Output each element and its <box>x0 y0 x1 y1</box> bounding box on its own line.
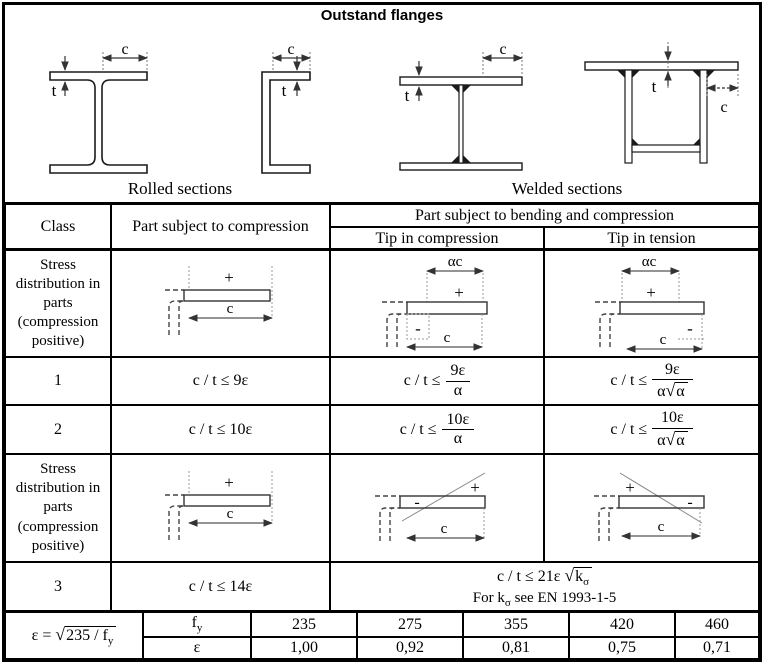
welded-i-section-figure: c t <box>399 41 523 171</box>
header-tip-tension: Tip in tension <box>544 227 759 250</box>
class3-number: 3 <box>5 562 111 612</box>
rolled-i-section-figure: c t <box>49 41 148 174</box>
header-tip-compression: Tip in compression <box>330 227 544 250</box>
minus-label: - <box>415 319 421 338</box>
welded-box-section-figure: t c <box>584 42 739 164</box>
epsilon-formula: ε = √235 / fy <box>5 612 143 659</box>
c-label: c <box>658 519 665 535</box>
plus-label: + <box>625 478 635 497</box>
plus-label: + <box>224 268 234 287</box>
minus-label: - <box>414 494 419 511</box>
tip-tension-stress-diagram: αc + - c <box>595 254 705 353</box>
c-label: c <box>660 332 667 348</box>
rolled-sections-caption: Rolled sections <box>127 179 233 198</box>
t-dim-label: t <box>405 86 410 105</box>
minus-label: - <box>687 319 693 338</box>
c-label: c <box>227 506 234 522</box>
header-bending-compression: Part subject to bending and compression <box>330 204 759 227</box>
tip-tension-bending-diagram: + - c <box>594 472 705 541</box>
plus-label: + <box>454 283 464 302</box>
c-dim-label: c <box>287 41 294 58</box>
figure-box-bottom-rule <box>5 202 759 204</box>
stress1-tip-compression-diagram: αc + - c <box>330 250 544 357</box>
c-dim-label: c <box>720 99 727 116</box>
header-bottom-rule <box>5 248 759 250</box>
t-dim-label: t <box>282 81 287 100</box>
tip-compression-bending-diagram: - + c <box>375 472 486 542</box>
fy-value: 275 <box>357 612 463 637</box>
c-dim-label: c <box>121 41 128 58</box>
epsilon-table-top-rule <box>5 610 759 612</box>
fy-value: 420 <box>569 612 675 637</box>
stress2-compression-diagram: + c <box>111 454 330 562</box>
eps-value: 0,75 <box>569 637 675 659</box>
uniform-compression-diagram: + c <box>165 471 273 540</box>
stress-row2-label: Stress distribution in parts (compressio… <box>5 454 111 562</box>
eps-value: 0,92 <box>357 637 463 659</box>
welded-sections-caption: Welded sections <box>511 179 623 198</box>
alpha-c-label: αc <box>642 254 657 270</box>
section-figures: c t c t c t <box>49 41 739 174</box>
rolled-channel-figure: c t <box>261 41 311 174</box>
minus-label: - <box>687 494 692 511</box>
c-label: c <box>444 330 451 346</box>
class3-compression-limit: c / t ≤ 14ε <box>111 562 330 612</box>
class2-number: 2 <box>5 405 111 454</box>
header-compression: Part subject to compression <box>111 204 330 250</box>
plus-label: + <box>470 478 480 497</box>
c-label: c <box>227 301 234 317</box>
class1-compression-limit: c / t ≤ 9ε <box>111 357 330 405</box>
table-title: Outstand flanges <box>320 7 444 24</box>
class3-ksigma-note: For kσ see EN 1993-1-5 <box>472 589 617 609</box>
t-dim-label: t <box>652 77 657 96</box>
eps-value: 1,00 <box>251 637 357 659</box>
class3-formula: c / t ≤ 21ε √kσ <box>497 565 593 589</box>
stress-row1-label: Stress distribution in parts (compressio… <box>5 250 111 357</box>
fy-row-label: fy <box>143 612 251 637</box>
stress1-compression-diagram: + c <box>111 250 330 357</box>
alpha-c-label: αc <box>448 254 463 270</box>
fy-value: 355 <box>463 612 569 637</box>
class1-number: 1 <box>5 357 111 405</box>
eps-value: 0,81 <box>463 637 569 659</box>
stress2-tip-tension-diagram: + - c <box>544 454 759 562</box>
eps-row-label: ε <box>143 637 251 659</box>
fy-value: 235 <box>251 612 357 637</box>
stress2-tip-compression-diagram: - + c <box>330 454 544 562</box>
class2-compression-limit: c / t ≤ 10ε <box>111 405 330 454</box>
t-dim-label: t <box>52 81 57 100</box>
stress1-tip-tension-diagram: αc + - c <box>544 250 759 357</box>
class3-combined-limit: c / t ≤ 21ε √kσ For kσ see EN 1993-1-5 <box>330 562 759 612</box>
tip-compression-stress-diagram: αc + - c <box>382 254 488 351</box>
fy-value: 460 <box>675 612 759 637</box>
header-class: Class <box>5 204 111 250</box>
uniform-compression-diagram: + c <box>165 266 273 335</box>
eps-value: 0,71 <box>675 637 759 659</box>
c-label: c <box>441 521 448 537</box>
plus-label: + <box>646 283 656 302</box>
plus-label: + <box>224 473 234 492</box>
c-dim-label: c <box>499 41 506 58</box>
